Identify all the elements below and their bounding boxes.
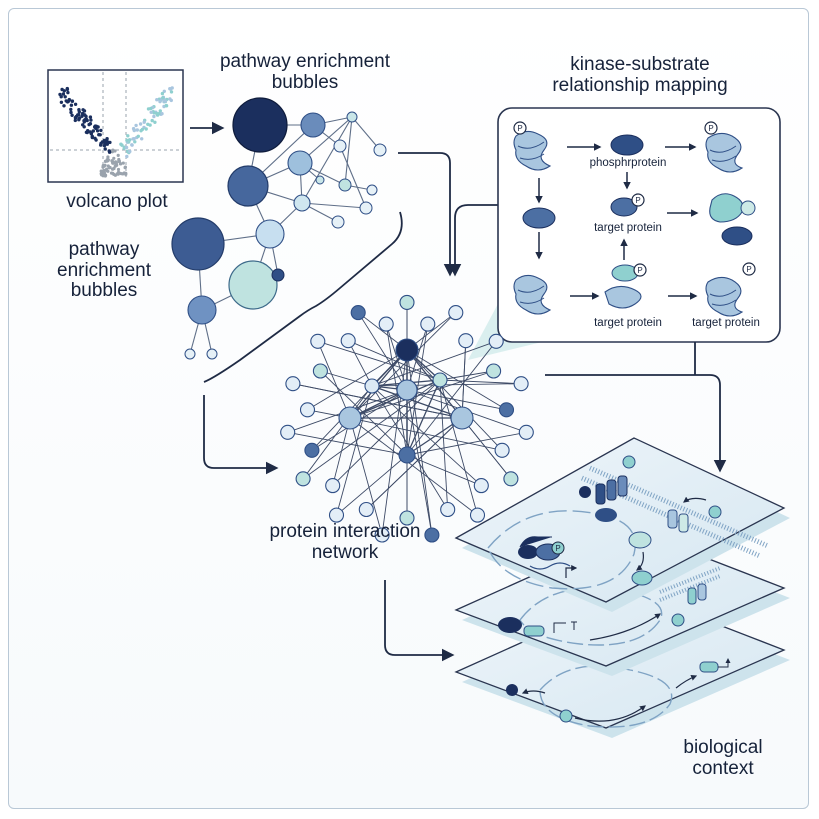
pathway-bubbles-label-top: pathway enrichment bubbles <box>219 51 391 93</box>
svg-text:P: P <box>708 124 713 133</box>
svg-text:P: P <box>637 266 642 275</box>
kinase-mapping-label: kinase-substrate relationship mapping <box>552 54 728 96</box>
target-protein-label-2: target protein <box>594 317 662 329</box>
protein-network-label: protein interaction network <box>269 521 421 563</box>
biological-context-layers <box>454 437 790 738</box>
arrow-bubbles-to-network <box>398 152 457 277</box>
target-structure-2 <box>705 276 744 317</box>
target-protein-label-3: target protein <box>692 317 760 329</box>
arrow-kinase-to-network <box>448 204 498 277</box>
target-structure-1 <box>604 264 642 309</box>
biological-context-label: biological context <box>683 737 763 779</box>
arrow-network-to-layers <box>384 580 455 662</box>
volcano-points <box>58 86 174 178</box>
pathway-bubbles-label-left: pathway enrichment bubbles <box>57 239 151 302</box>
phospho-marker-1: P <box>513 121 527 135</box>
pathway-bubble-graph <box>171 97 387 360</box>
phospho-marker-2: P <box>704 121 718 135</box>
protein-interaction-network <box>280 294 534 543</box>
phospho-label-layer: P <box>555 544 560 553</box>
volcano-plot-label: volcano plot <box>66 191 168 212</box>
volcano-plot <box>47 69 184 183</box>
kinase-structure-3 <box>513 274 552 315</box>
complex-structure <box>709 193 756 246</box>
target-protein-label-1: target protein <box>594 222 662 234</box>
phospho-marker-3: P <box>631 193 645 207</box>
bracket-connector <box>203 211 403 383</box>
arrow-network-to-context <box>545 374 727 473</box>
svg-text:P: P <box>635 196 640 205</box>
phospho-marker-5: P <box>742 262 756 276</box>
phospho-label: P <box>517 124 522 133</box>
svg-text:P: P <box>746 265 751 274</box>
kinase-substrate-panel: P P P <box>468 107 781 360</box>
phospho-protein-label: phosphrprotein <box>589 157 667 169</box>
phospho-marker-4: P <box>633 263 647 277</box>
context-layer-top <box>454 437 790 612</box>
kinase-structure-1 <box>513 130 552 171</box>
arrow-bubbles-left-to-network <box>203 395 279 475</box>
kinase-structure-2 <box>705 132 744 173</box>
